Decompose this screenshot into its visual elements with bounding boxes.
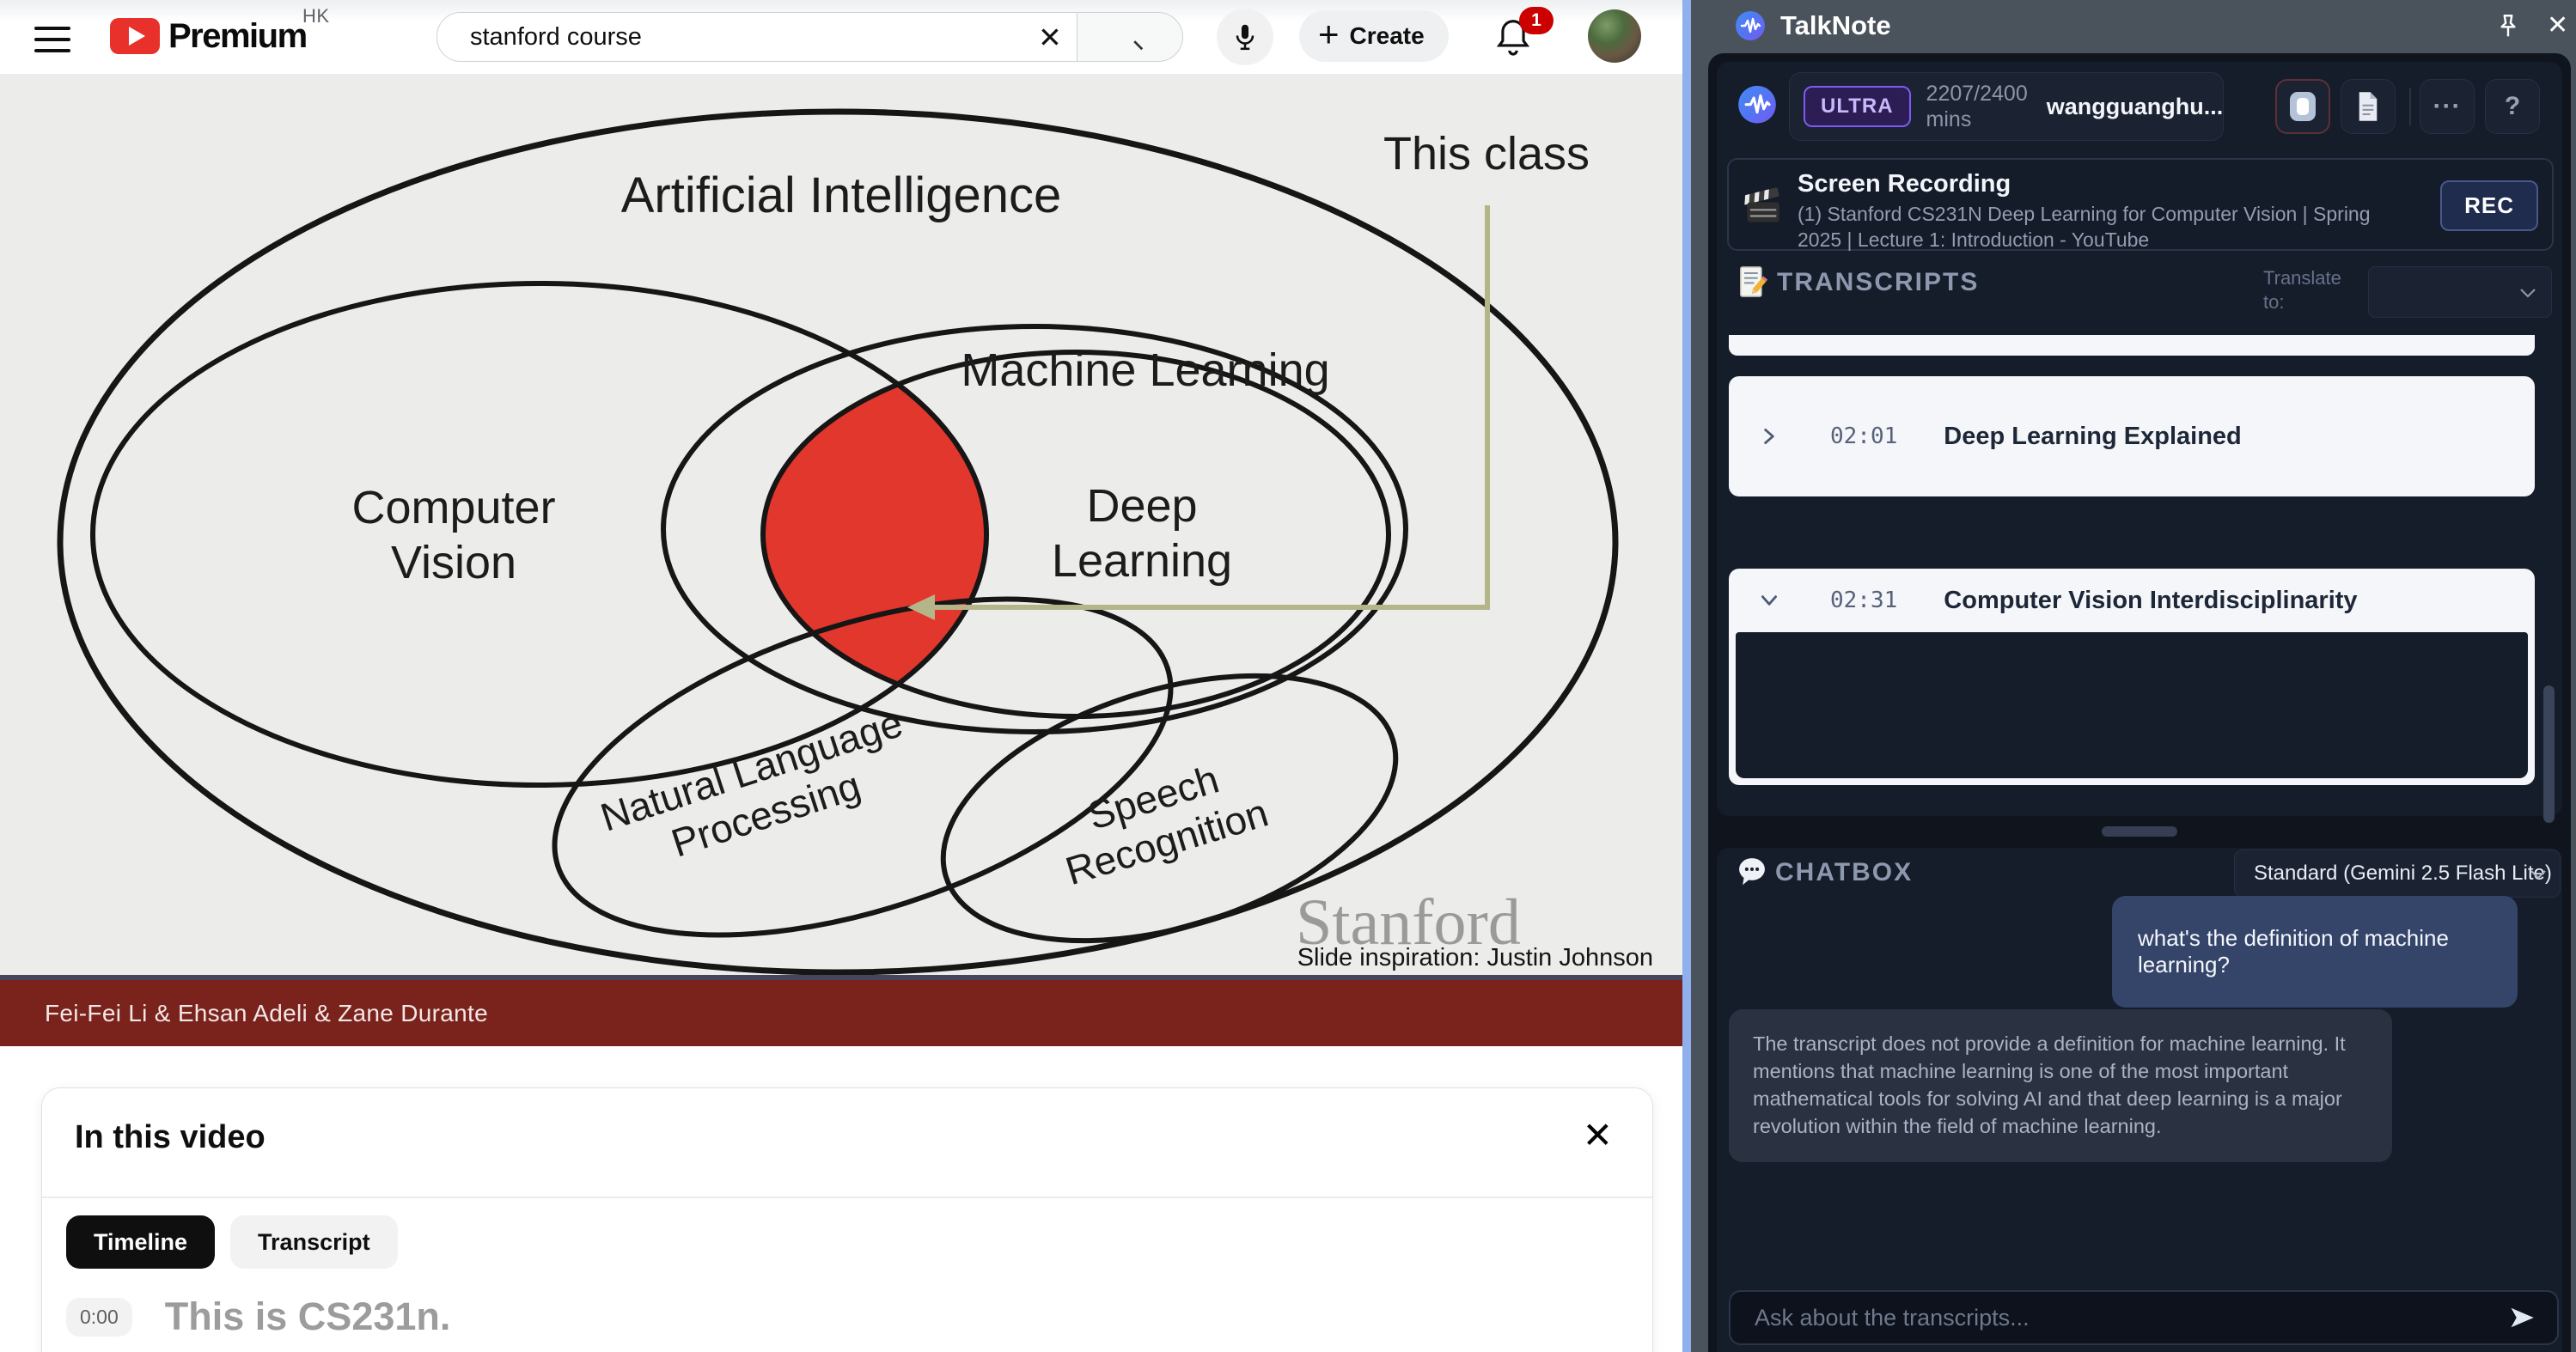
assistant-chat-message: The transcript does not provide a defini… [1729, 1009, 2392, 1162]
talknote-header: TalkNote ✕ [1691, 0, 2576, 53]
stop-recording-button[interactable] [2275, 79, 2330, 134]
transcript-item[interactable]: 02:01 Deep Learning Explained [1729, 376, 2535, 496]
transcripts-scrollbar[interactable] [2543, 685, 2555, 823]
translate-language-dropdown[interactable] [2368, 266, 2552, 318]
stanford-wordmark: Stanford [1296, 886, 1521, 959]
create-button[interactable]: + Create [1299, 10, 1449, 62]
create-button-label: Create [1349, 22, 1425, 49]
youtube-header: Premium HK ✕ + Create 1 [0, 0, 1682, 72]
recording-source: (1) Stanford CS231N Deep Learning for Co… [1798, 203, 2371, 252]
chevron-down-icon [2520, 289, 2536, 298]
card-divider [42, 1197, 1652, 1198]
talknote-wave-icon [1738, 85, 1776, 124]
video-player-slide[interactable]: This class Artificial Intelligence Machi… [0, 74, 1682, 975]
model-selector-dropdown[interactable]: Standard (Gemini 2.5 Flash Lite) [2234, 850, 2561, 898]
microphone-icon [1236, 24, 1254, 51]
screen-recording-box: Screen Recording (1) Stanford CS231N Dee… [1727, 158, 2554, 251]
in-this-video-title: In this video [75, 1119, 266, 1155]
plan-badge: ULTRA [1804, 86, 1911, 127]
toolbar-divider [2409, 88, 2411, 125]
notification-count-badge: 1 [1519, 7, 1554, 34]
arrow-head [907, 594, 935, 620]
more-options-button[interactable]: ··· [2420, 79, 2475, 134]
chevron-down-icon[interactable] [1758, 589, 1780, 612]
chatbox-section-label: CHATBOX [1775, 858, 1914, 886]
slide-annotation: This class [1383, 128, 1590, 180]
chatbox-section: CHATBOX Standard (Gemini 2.5 Flash Lite)… [1717, 848, 2562, 1352]
chevron-down-icon [2530, 870, 2546, 880]
screen-record-icon [2290, 92, 2316, 121]
rec-status-badge[interactable]: REC [2440, 180, 2538, 231]
timestamp-chip[interactable]: 0:00 [66, 1297, 132, 1337]
chat-input-row [1729, 1290, 2559, 1345]
memo-icon [1740, 266, 1768, 297]
menu-button[interactable] [34, 19, 70, 60]
pin-icon[interactable] [2494, 12, 2523, 41]
ml-label: Machine Learning [961, 344, 1330, 396]
transcript-time[interactable]: 02:01 [1830, 423, 1898, 449]
region-code: HK [302, 5, 330, 27]
panel-edge-strip [1682, 0, 1691, 1352]
youtube-logo-wordmark[interactable]: Premium [168, 17, 308, 55]
venn-diagram [57, 108, 1619, 975]
search-input[interactable] [437, 21, 1022, 52]
in-this-video-card: In this video ✕ Timeline Transcript 0:00… [41, 1087, 1653, 1352]
model-selector-value: Standard (Gemini 2.5 Flash Lite) [2254, 862, 2552, 885]
transcript-time[interactable]: 02:31 [1830, 588, 1898, 613]
speech-balloon-icon [1739, 858, 1765, 886]
chevron-right-icon[interactable] [1758, 425, 1780, 448]
help-button[interactable]: ? [2485, 79, 2540, 134]
transcripts-section-label: TRANSCRIPTS [1777, 268, 1980, 296]
timeline-entry[interactable]: 0:00 This is CS231n. [66, 1294, 450, 1339]
video-progress-bar[interactable] [0, 975, 1682, 980]
youtube-logo-icon[interactable] [110, 18, 160, 54]
close-icon[interactable]: ✕ [1582, 1115, 1613, 1155]
ai-label: Artificial Intelligence [620, 167, 1062, 223]
tab-transcript[interactable]: Transcript [230, 1215, 398, 1269]
transcript-expanded-content [1736, 632, 2528, 778]
transcript-item-partial[interactable] [1729, 335, 2535, 356]
search-button[interactable] [1077, 12, 1183, 62]
document-icon [2359, 92, 2378, 121]
transcript-title: Computer Vision Interdisciplinarity [1944, 586, 2358, 614]
clear-search-icon[interactable]: ✕ [1038, 21, 1062, 53]
chat-input[interactable] [1731, 1303, 2509, 1332]
talknote-logo-icon [1736, 11, 1765, 40]
slide-credit: Slide inspiration: Justin Johnson [1297, 944, 1653, 971]
youtube-page: Premium HK ✕ + Create 1 [0, 0, 1682, 1352]
send-icon[interactable] [2509, 1306, 2535, 1329]
cv-dl-intersection-highlight [763, 352, 986, 716]
timeline-entry-text: This is CS231n. [164, 1294, 451, 1338]
slide-authors: Fei-Fei Li & Ehsan Adeli & Zane Durante [45, 999, 488, 1026]
slide-footer-bar: Fei-Fei Li & Ehsan Adeli & Zane Durante [0, 980, 1682, 1046]
search-box: ✕ [436, 12, 1077, 62]
recording-title: Screen Recording [1798, 170, 2011, 198]
talknote-title: TalkNote [1780, 10, 1891, 40]
video-panel-tabs: Timeline Transcript [66, 1215, 398, 1269]
transcript-item-expanded[interactable]: 02:31 Computer Vision Interdisciplinarit… [1729, 569, 2535, 785]
clapperboard-icon [1744, 187, 1779, 222]
translate-to-label: Translate to: [2263, 267, 2341, 314]
tab-timeline[interactable]: Timeline [66, 1215, 216, 1269]
transcript-title: Deep Learning Explained [1944, 422, 2242, 450]
search-icon [1133, 40, 1144, 51]
account-avatar[interactable] [1588, 9, 1641, 63]
this-class-pointer-line [930, 205, 1490, 610]
username: wangguanghu... [2046, 93, 2224, 119]
voice-search-button[interactable] [1217, 9, 1273, 65]
user-chat-message: what's the definition of machine learnin… [2112, 896, 2518, 1008]
close-panel-icon[interactable]: ✕ [2547, 11, 2569, 40]
resize-drag-handle[interactable] [2102, 826, 2177, 837]
notes-document-button[interactable] [2341, 79, 2396, 134]
